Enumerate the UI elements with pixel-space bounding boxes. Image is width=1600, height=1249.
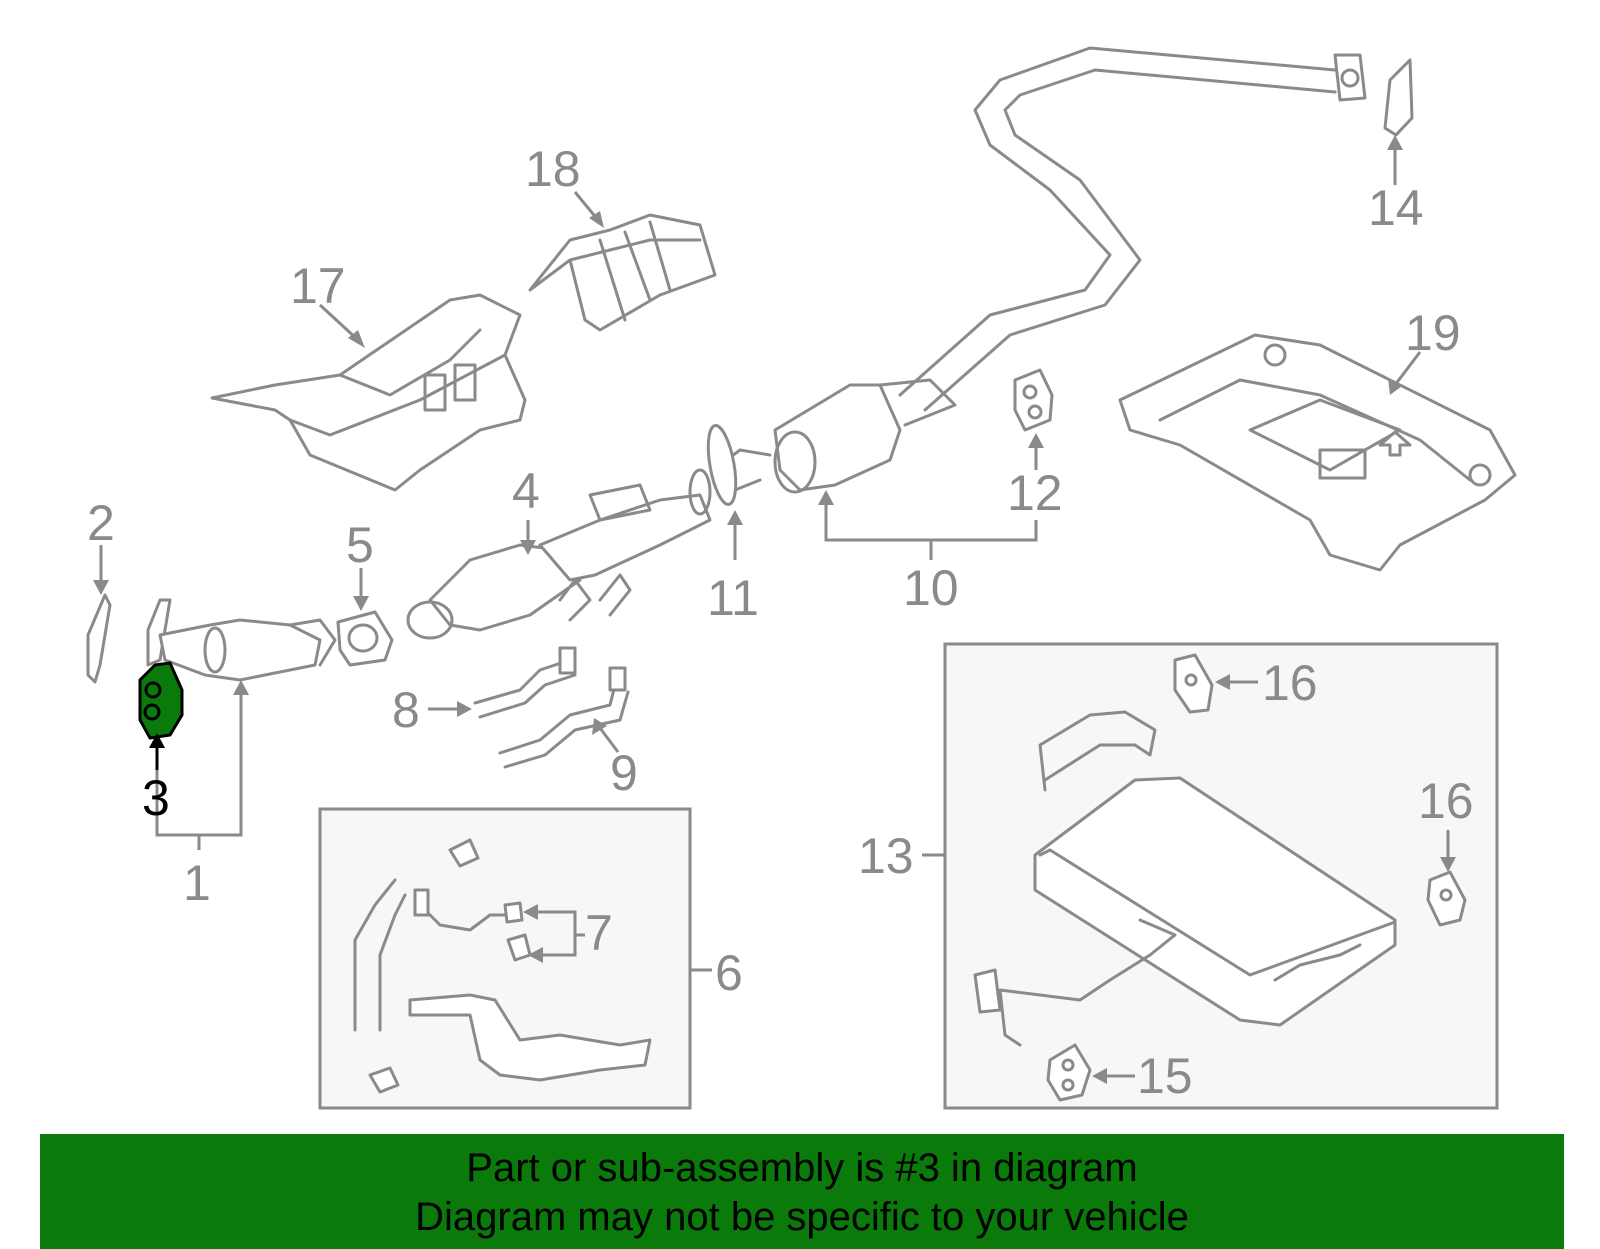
callout-18-leader bbox=[573, 191, 604, 228]
callout-16a-leader bbox=[1215, 674, 1258, 690]
part-14-pipe[interactable] bbox=[898, 46, 1367, 412]
callout-7: 7 bbox=[585, 905, 613, 961]
callout-1-leader bbox=[155, 680, 249, 850]
part-11-gasket[interactable] bbox=[703, 424, 741, 507]
callout-9: 9 bbox=[610, 745, 638, 801]
callout-6: 6 bbox=[715, 945, 743, 1001]
callout-5: 5 bbox=[346, 517, 374, 573]
part-5-gasket[interactable] bbox=[336, 610, 394, 667]
callout-17: 17 bbox=[290, 258, 346, 314]
callout-17-leader bbox=[318, 303, 365, 348]
callout-14-leader bbox=[1387, 135, 1403, 185]
part-7-sensors[interactable] bbox=[413, 888, 532, 962]
part-3-hanger[interactable] bbox=[138, 661, 184, 740]
callout-7-leader bbox=[523, 904, 585, 963]
part-14-gasket[interactable] bbox=[1383, 58, 1414, 137]
part-17-heat-shield[interactable] bbox=[210, 293, 527, 492]
part-10-resonator[interactable] bbox=[718, 378, 957, 494]
callout-1: 1 bbox=[183, 855, 211, 911]
info-banner: Part or sub-assembly is #3 in diagram Di… bbox=[40, 1134, 1564, 1249]
part-16-hanger-right[interactable] bbox=[1426, 870, 1467, 927]
callout-4: 4 bbox=[512, 463, 540, 519]
callout-16b: 16 bbox=[1418, 773, 1474, 829]
callout-5-leader bbox=[353, 568, 369, 611]
callout-2-leader bbox=[93, 545, 109, 595]
callout-18: 18 bbox=[525, 141, 581, 197]
part-15-hanger[interactable] bbox=[1046, 1043, 1092, 1102]
part-9-hose[interactable] bbox=[498, 666, 630, 769]
part-8-hose[interactable] bbox=[473, 646, 577, 719]
callout-12-leader bbox=[1028, 433, 1044, 470]
part-6-hoses[interactable] bbox=[353, 838, 652, 1094]
callout-8: 8 bbox=[392, 682, 420, 738]
banner-line-disclaimer: Diagram may not be specific to your vehi… bbox=[415, 1195, 1189, 1239]
callout-3: 3 bbox=[142, 770, 170, 826]
callout-19: 19 bbox=[1405, 305, 1461, 361]
callout-10-leader bbox=[818, 490, 1038, 560]
callout-10: 10 bbox=[903, 560, 959, 616]
callout-16a: 16 bbox=[1262, 655, 1318, 711]
callout-15-leader bbox=[1092, 1068, 1135, 1084]
part-2-gasket[interactable] bbox=[86, 593, 112, 684]
part-16-hanger-top[interactable] bbox=[1173, 653, 1214, 714]
callout-15: 15 bbox=[1137, 1048, 1193, 1104]
part-1-front-pipe[interactable] bbox=[146, 598, 337, 682]
callout-9-leader bbox=[592, 718, 620, 753]
banner-line-part: Part or sub-assembly is #3 in diagram bbox=[466, 1146, 1138, 1190]
callout-11: 11 bbox=[707, 570, 759, 626]
callout-4-leader bbox=[520, 520, 536, 555]
part-19-underbody-cover[interactable] bbox=[1118, 333, 1517, 572]
callout-2: 2 bbox=[87, 495, 115, 551]
part-4-catalytic-converter[interactable] bbox=[406, 468, 712, 640]
part-18-heat-shield[interactable] bbox=[528, 213, 717, 332]
callout-14: 14 bbox=[1368, 180, 1424, 236]
callout-16b-leader bbox=[1440, 830, 1456, 872]
part-12-hanger[interactable] bbox=[1013, 368, 1054, 432]
callout-12: 12 bbox=[1007, 465, 1063, 521]
callout-13: 13 bbox=[858, 828, 914, 884]
callout-19-leader bbox=[1388, 351, 1422, 395]
part-13-rear-muffler[interactable] bbox=[973, 710, 1397, 1047]
callout-3-leader bbox=[149, 733, 165, 770]
callout-11-leader bbox=[727, 510, 743, 560]
callout-8-leader bbox=[428, 701, 472, 717]
